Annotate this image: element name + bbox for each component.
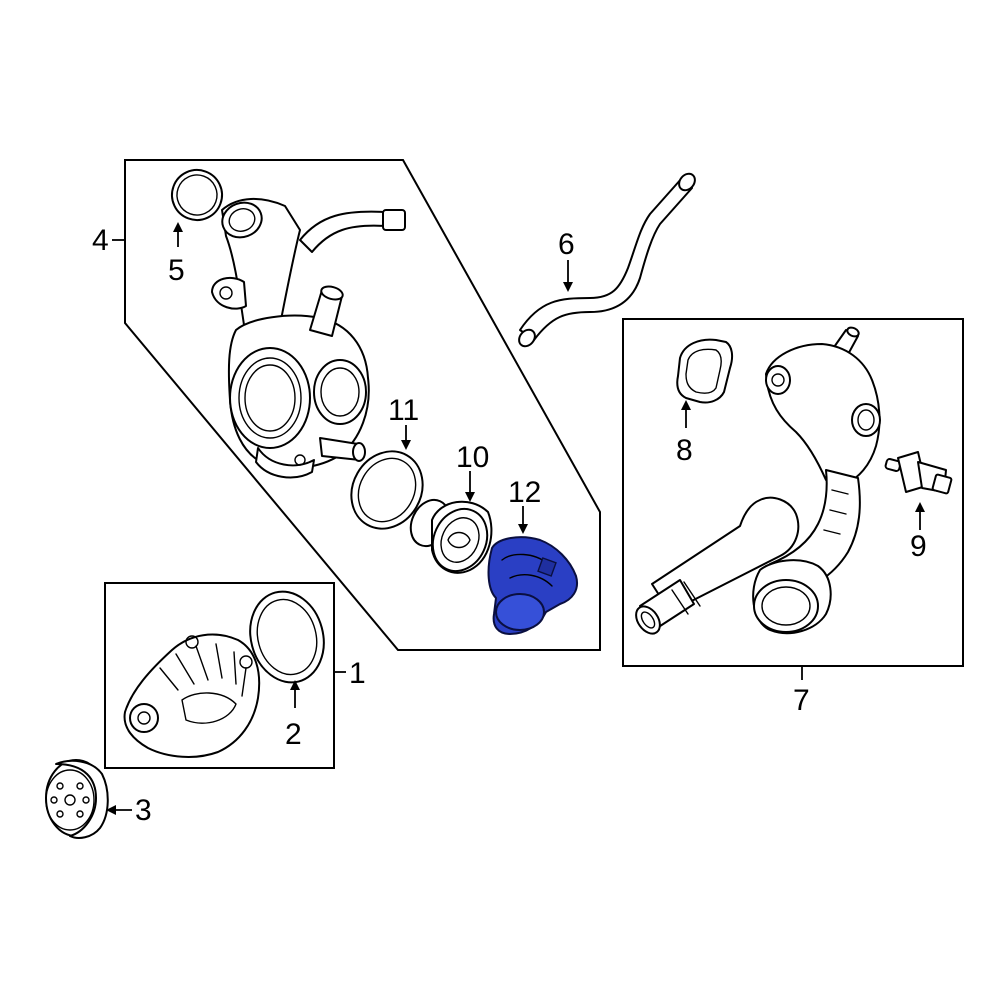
thermostat-10 <box>409 498 493 574</box>
thermostat-housing <box>211 197 406 479</box>
highlighted-part-12 <box>487 536 578 635</box>
temperature-sensor-9 <box>884 451 953 495</box>
part-12-port <box>495 593 545 631</box>
callout-12: 12 <box>508 476 541 509</box>
assembly-7-outline <box>622 318 964 667</box>
callout-3: 3 <box>135 794 152 827</box>
coolant-outlet-7 <box>635 326 881 635</box>
callout-1: 1 <box>349 657 366 690</box>
assembly-4-outline <box>124 159 601 651</box>
o-ring-5 <box>171 169 223 221</box>
callout-4: 4 <box>92 224 109 257</box>
water-pump-1 <box>123 633 261 758</box>
gasket-11 <box>350 450 424 530</box>
assembly-1-outline <box>104 582 335 769</box>
hose-6 <box>518 172 696 348</box>
callout-11: 11 <box>388 394 419 427</box>
callout-6: 6 <box>558 228 575 261</box>
gasket-8 <box>676 338 734 404</box>
callout-9: 9 <box>910 530 927 563</box>
callout-10: 10 <box>456 441 489 474</box>
callout-2: 2 <box>285 718 302 751</box>
callout-8: 8 <box>676 434 693 467</box>
pulley-3 <box>45 759 109 839</box>
callout-7: 7 <box>793 684 810 717</box>
callout-5: 5 <box>168 254 185 287</box>
